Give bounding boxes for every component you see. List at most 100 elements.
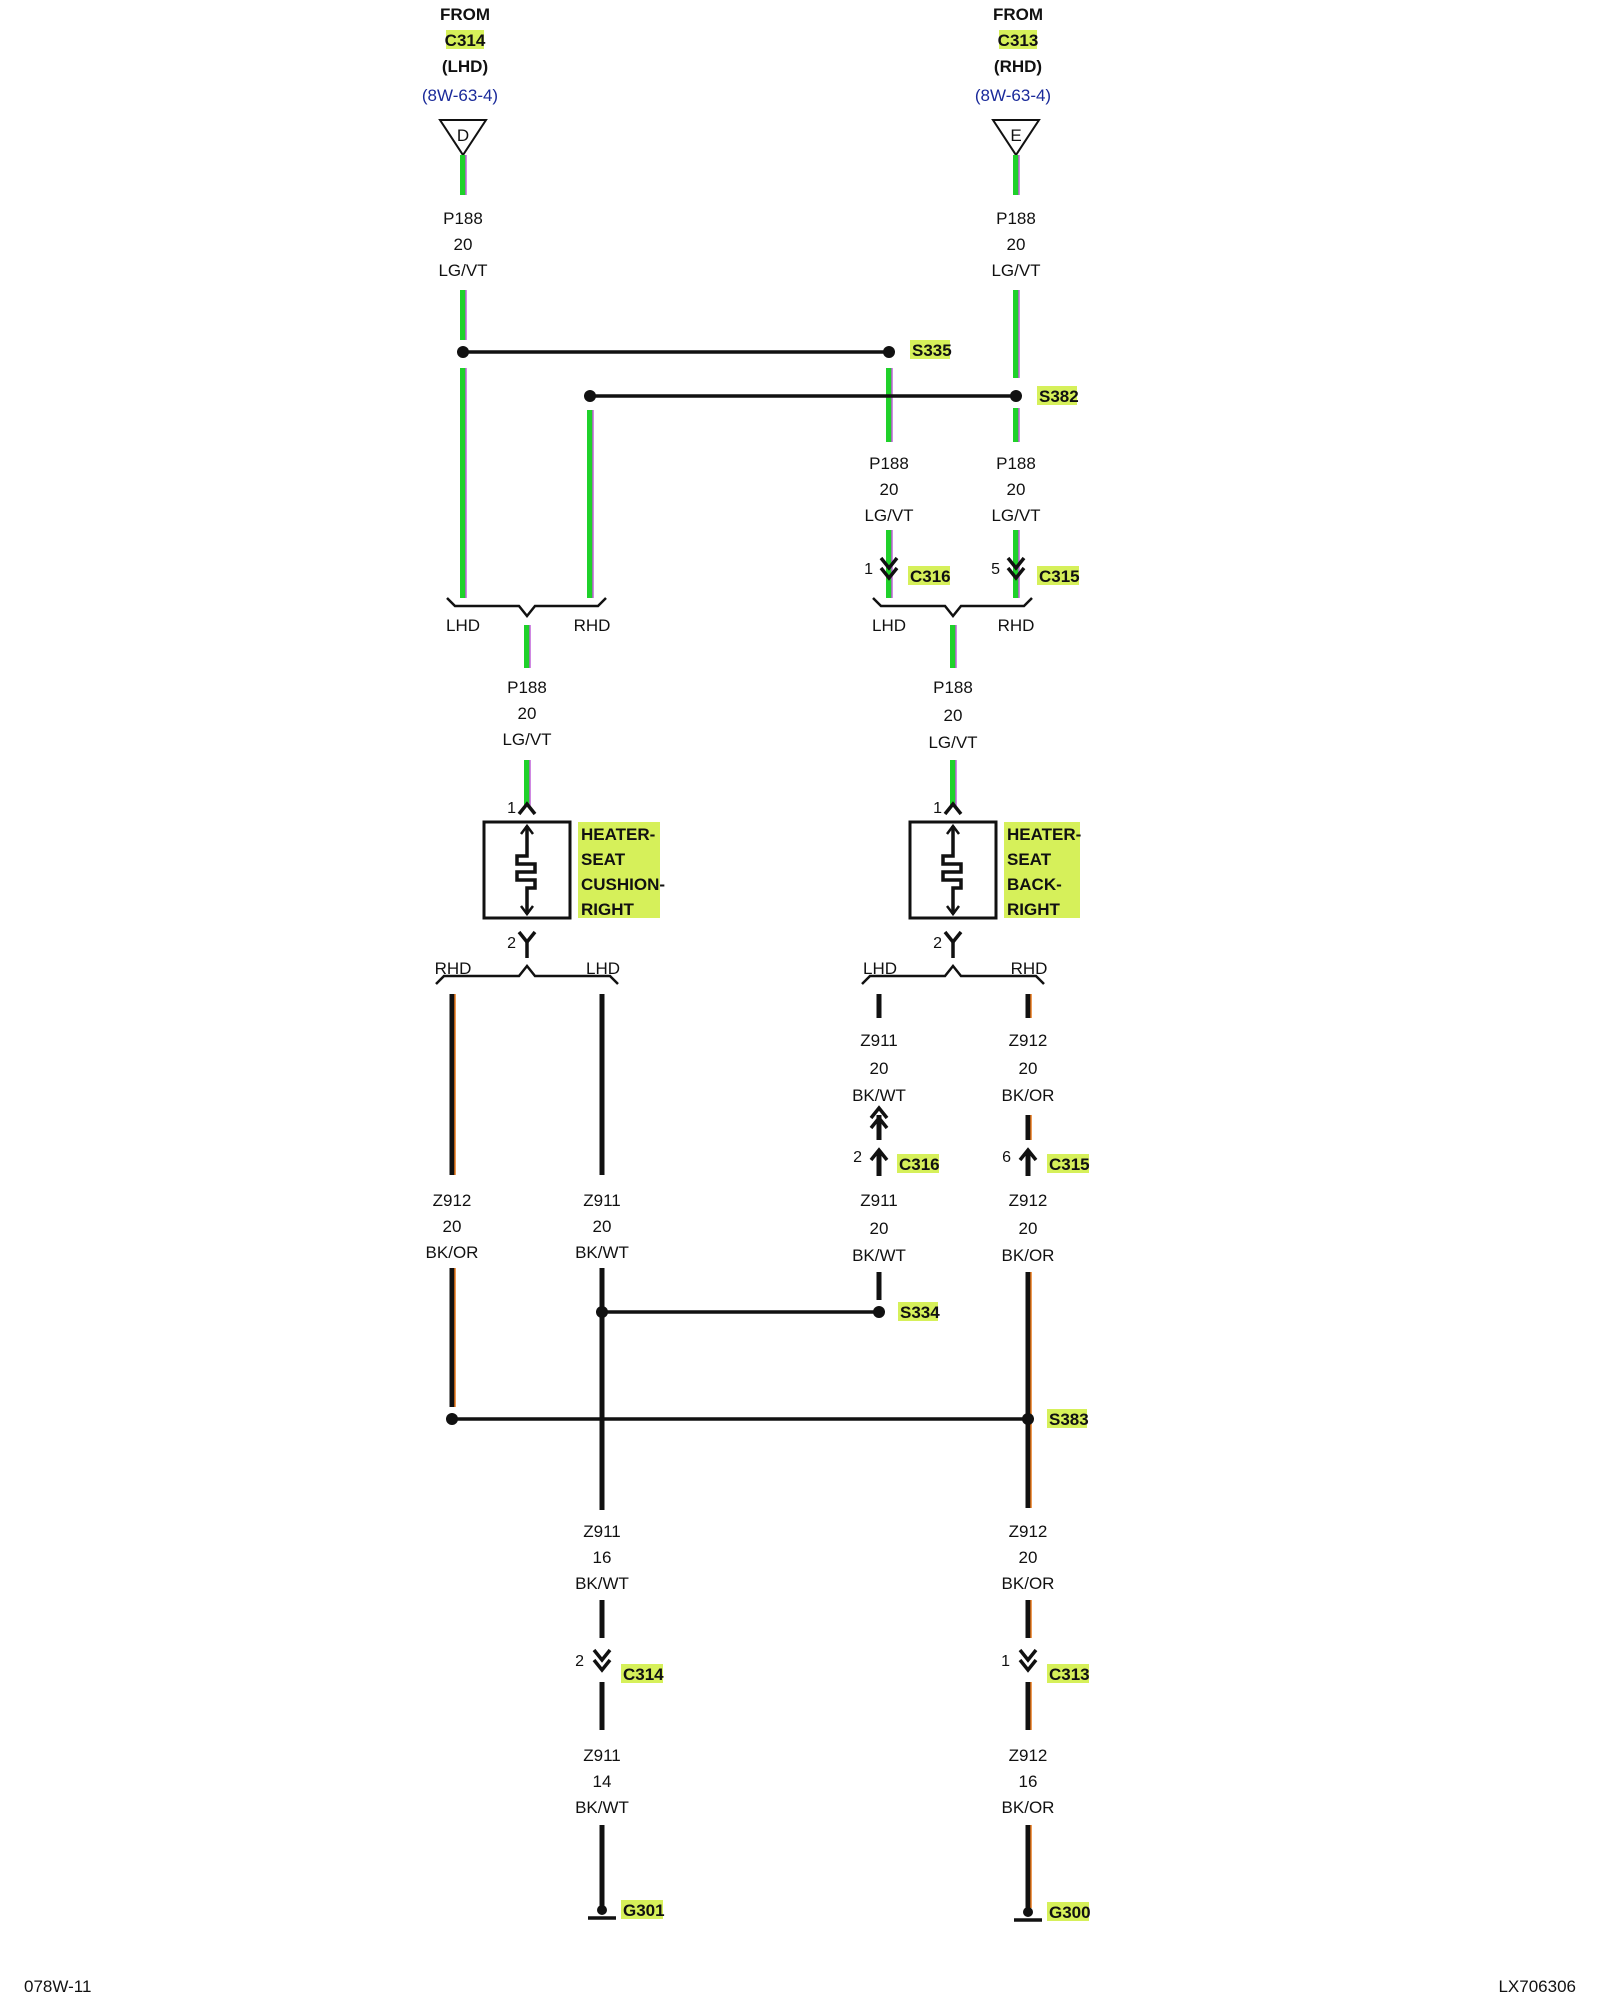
connector-chevron-icon bbox=[869, 1105, 889, 1130]
wire-gauge: 20 bbox=[1019, 1219, 1038, 1238]
source-right: FROM C313 (RHD) (8W-63-4) E bbox=[975, 5, 1051, 157]
connector-chevron-icon bbox=[1018, 1147, 1038, 1162]
wire-color: BK/OR bbox=[1002, 1798, 1055, 1817]
wire-color: BK/OR bbox=[1002, 1246, 1055, 1265]
wire-color: BK/WT bbox=[575, 1574, 629, 1593]
pin-triangle-icon bbox=[438, 119, 488, 157]
wire-segment bbox=[1025, 1682, 1032, 1730]
branch-bracket bbox=[872, 597, 1033, 619]
branch-label: RHD bbox=[1011, 959, 1048, 978]
wire-gauge: 20 bbox=[1019, 1548, 1038, 1567]
connector-pin: 1 bbox=[864, 561, 873, 578]
wire-color: LG/VT bbox=[502, 730, 551, 749]
wire-circuit: Z911 bbox=[860, 1031, 898, 1050]
wire-circuit: Z912 bbox=[1009, 1031, 1048, 1050]
wire-segment bbox=[950, 625, 957, 668]
heater-element-icon bbox=[941, 826, 963, 914]
connector-pin: 2 bbox=[575, 1653, 584, 1670]
connector-chevron-icon bbox=[592, 1648, 612, 1673]
wire-segment bbox=[1025, 1825, 1032, 1908]
wire-circuit: P188 bbox=[869, 454, 909, 473]
component-name-line: BACK- bbox=[1007, 875, 1062, 894]
source-variant: (LHD) bbox=[442, 57, 488, 76]
wire-labels: P188 20 LG/VT P188 20 LG/VT P188 20 LG/V… bbox=[426, 209, 1055, 1817]
branch-bracket bbox=[435, 963, 619, 985]
source-pin: E bbox=[1010, 126, 1021, 145]
wire-gauge: 14 bbox=[593, 1772, 612, 1791]
wire-segment bbox=[1025, 1272, 1032, 1508]
wire-color: BK/WT bbox=[852, 1246, 906, 1265]
wire-circuit: P188 bbox=[933, 678, 973, 697]
heater-seat-back-right: 1 2 HEATER- SEAT BACK- RIGHT bbox=[908, 800, 1081, 958]
branch-label: LHD bbox=[446, 616, 480, 635]
wire-segment bbox=[886, 368, 893, 442]
splice-label: S383 bbox=[1049, 1410, 1089, 1429]
wire-gauge: 20 bbox=[944, 706, 963, 725]
connector-c314-pin2: 2 C314 bbox=[575, 1648, 664, 1684]
pin-triangle-icon bbox=[991, 119, 1041, 157]
ground-label: G301 bbox=[623, 1901, 665, 1920]
wires-bk-or bbox=[449, 994, 1032, 1908]
wire-segment bbox=[1025, 994, 1032, 1018]
wire-circuit: Z911 bbox=[583, 1191, 621, 1210]
splice-dot bbox=[883, 346, 895, 358]
connector-label: C316 bbox=[910, 567, 951, 586]
wire-color: LG/VT bbox=[991, 506, 1040, 525]
component-pin: 1 bbox=[507, 800, 516, 817]
wire-color: BK/WT bbox=[575, 1798, 629, 1817]
wire-segment bbox=[460, 368, 467, 598]
connector-label: C315 bbox=[1039, 567, 1080, 586]
component-name-line: HEATER- bbox=[1007, 825, 1081, 844]
wire-segment bbox=[1025, 1600, 1032, 1638]
source-variant: (RHD) bbox=[994, 57, 1042, 76]
wire-segment bbox=[950, 760, 957, 806]
wire-segment bbox=[1025, 1115, 1032, 1140]
source-reference-link[interactable]: (8W-63-4) bbox=[975, 86, 1051, 105]
branch-brackets: LHD RHD LHD RHD RHD LHD LHD RHD bbox=[435, 597, 1048, 985]
wire-gauge: 20 bbox=[870, 1059, 889, 1078]
connector-c315-pin5: 5 C315 bbox=[991, 556, 1080, 586]
component-name-line: CUSHION- bbox=[581, 875, 665, 894]
wire-gauge: 16 bbox=[1019, 1772, 1038, 1791]
branch-label: RHD bbox=[435, 959, 472, 978]
ground-icon bbox=[1023, 1907, 1033, 1917]
branch-label: LHD bbox=[586, 959, 620, 978]
wire-segment bbox=[1013, 290, 1020, 378]
wire-circuit: Z912 bbox=[433, 1191, 472, 1210]
wire-segment bbox=[449, 1268, 456, 1407]
connector-c316-pin1: 1 C316 bbox=[864, 556, 951, 586]
source-reference-link[interactable]: (8W-63-4) bbox=[422, 86, 498, 105]
wire-color: BK/WT bbox=[852, 1086, 906, 1105]
source-from: FROM bbox=[440, 5, 490, 24]
connector-pin: 5 bbox=[991, 561, 1000, 578]
wire-circuit: Z912 bbox=[1009, 1191, 1048, 1210]
splice-label: S382 bbox=[1039, 387, 1079, 406]
wire-gauge: 20 bbox=[1007, 480, 1026, 499]
connector-c313-pin1: 1 C313 bbox=[1001, 1648, 1090, 1684]
component-name-line: RIGHT bbox=[581, 900, 635, 919]
component-pin: 1 bbox=[933, 800, 942, 817]
wire-circuit: Z911 bbox=[583, 1746, 621, 1765]
wire-color: LG/VT bbox=[864, 506, 913, 525]
wire-color: BK/OR bbox=[426, 1243, 479, 1262]
wire-circuit: Z911 bbox=[860, 1191, 898, 1210]
branch-label: RHD bbox=[574, 616, 611, 635]
connector-pin: 1 bbox=[1001, 1653, 1010, 1670]
ground-label: G300 bbox=[1049, 1903, 1091, 1922]
arrow-icon bbox=[520, 823, 534, 917]
wire-color: BK/OR bbox=[1002, 1574, 1055, 1593]
wire-circuit: P188 bbox=[507, 678, 547, 697]
connector-chevron-icon bbox=[1018, 1648, 1038, 1673]
wire-segment bbox=[449, 994, 456, 1175]
connectors: 1 C316 5 C315 2 C316 6 C315 bbox=[575, 556, 1090, 1684]
wire-gauge: 20 bbox=[880, 480, 899, 499]
wire-circuit: P188 bbox=[996, 209, 1036, 228]
figure-code-right: LX706306 bbox=[1498, 1977, 1576, 1996]
wire-gauge: 20 bbox=[1007, 235, 1026, 254]
connector-pin: 6 bbox=[1002, 1149, 1011, 1166]
wire-color: BK/WT bbox=[575, 1243, 629, 1262]
wire-color: BK/OR bbox=[1002, 1086, 1055, 1105]
heater-seat-cushion-right: 1 2 HEATER- SEAT CUSHION- RIGHT bbox=[482, 800, 665, 958]
splice-dot bbox=[446, 1413, 458, 1425]
